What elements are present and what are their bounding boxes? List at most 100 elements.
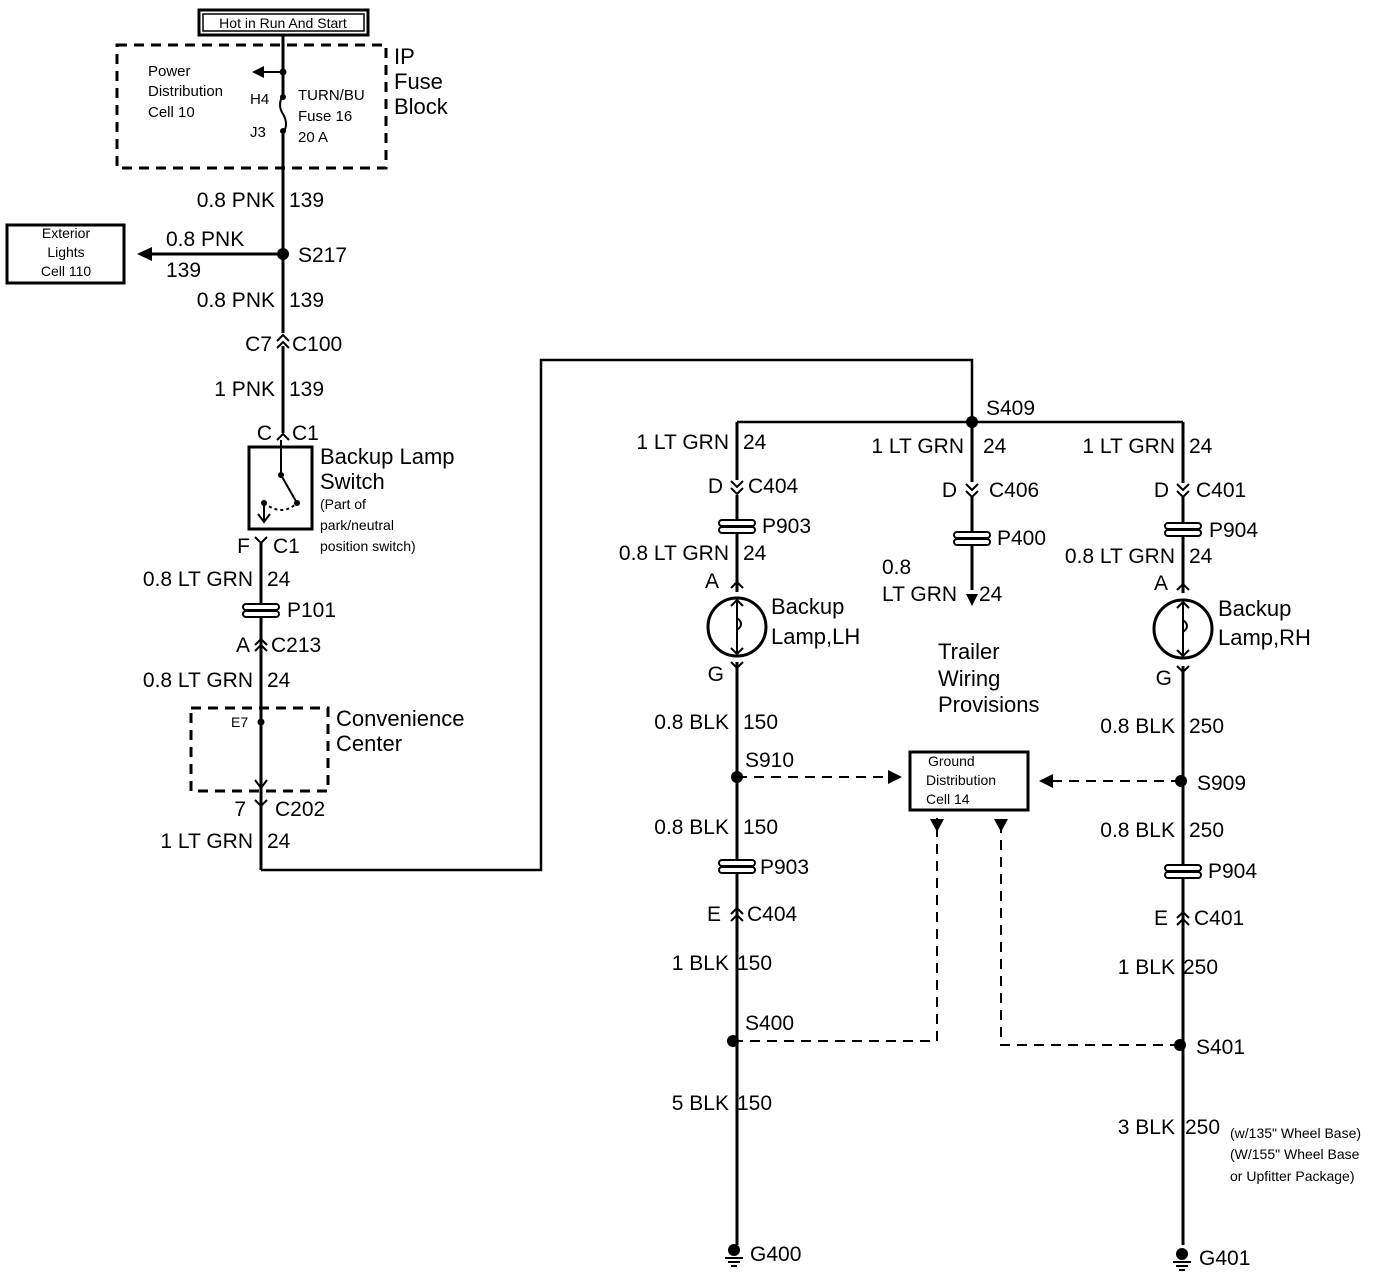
wire-circuit: 150 [743, 816, 778, 839]
wire-gauge: 0.8 BLK [1100, 819, 1175, 842]
ground-label: G401 [1199, 1247, 1250, 1270]
lamp-label-1: Backup [1218, 596, 1291, 621]
splice-label: S217 [298, 244, 347, 267]
wire-gauge-line-1: 0.8 [882, 556, 911, 579]
exterior-wire-circuit: 139 [166, 259, 201, 282]
backup-lamp-lh-icon [706, 596, 768, 658]
connector-pin: F [237, 535, 250, 558]
power-dist-line-1: Power [148, 63, 191, 80]
wire-circuit: 24 [983, 435, 1007, 458]
connector-c213-icon [254, 637, 268, 652]
ground-label: G400 [750, 1243, 801, 1266]
splice-label: S409 [986, 397, 1035, 420]
passthrough-p904-icon [1164, 522, 1202, 537]
wire-gauge: 0.8 PNK [197, 289, 275, 312]
wire-circuit: 24 [267, 830, 291, 853]
wire-circuit: 24 [743, 431, 767, 454]
wire-circuit: 24 [1189, 545, 1213, 568]
arrow-left-icon [252, 66, 264, 78]
ground-g400-icon [725, 1244, 743, 1267]
exterior-lights-line-1: Exterior [42, 225, 91, 241]
fuse-line-3: 20 A [298, 129, 328, 146]
connector-c404-icon [730, 906, 744, 922]
connector-label: C401 [1194, 907, 1244, 930]
wire-gauge: 1 LT GRN [871, 435, 964, 458]
exterior-lights-box: Exterior Lights Cell 110 [5, 223, 126, 285]
wire-gauge: 1 LT GRN [636, 431, 729, 454]
splice-label: S910 [745, 749, 794, 772]
connector-c401-icon [1176, 483, 1190, 499]
connector-label: C100 [292, 333, 342, 356]
passthrough-p903-icon [718, 859, 756, 874]
connector-pin: D [942, 479, 957, 502]
backup-lamp-rh-icon [1152, 598, 1214, 660]
wire-circuit: 24 [267, 669, 291, 692]
wire-circuit: 150 [737, 1092, 772, 1115]
connector-label: C404 [747, 903, 798, 926]
switch-contact-icon [280, 474, 298, 504]
convenience-label-1: Convenience [336, 706, 464, 731]
wire-gauge: 0.8 BLK [1100, 715, 1175, 738]
exterior-lights-line-3: Cell 110 [41, 263, 92, 279]
connector-pin: G [1156, 667, 1172, 690]
passthrough-label: P903 [760, 856, 809, 879]
connector-label: C401 [1196, 479, 1246, 502]
passthrough-p101-icon [242, 603, 280, 618]
arrow-right-icon [888, 770, 902, 784]
backup-lamp-switch [247, 440, 314, 531]
wire-gauge: 1 BLK [1118, 956, 1175, 979]
connector-pin: E [707, 903, 721, 926]
switch-label-2: Switch [320, 469, 385, 494]
connector-label: C202 [275, 798, 325, 821]
connector-pin: C [257, 422, 272, 445]
arrow-left-icon [137, 247, 152, 261]
connector-pin: A [705, 570, 719, 593]
connector-c406-icon [965, 483, 979, 499]
arrow-down-icon [966, 594, 978, 606]
splice-label: S909 [1197, 772, 1246, 795]
convenience-label-2: Center [336, 731, 402, 756]
connector-pin: G [708, 663, 724, 686]
convenience-center: E7 [189, 706, 330, 793]
wire-gauge: 3 BLK [1118, 1116, 1175, 1139]
fuse-block-title-3: Block [394, 94, 449, 119]
wire-circuit: 250 [1183, 956, 1218, 979]
wire-circuit: 250 [1185, 1116, 1220, 1139]
wire-circuit: 150 [743, 711, 778, 734]
wire-circuit: 139 [289, 289, 324, 312]
passthrough-p904-icon [1164, 864, 1202, 879]
ground-distribution-box: Ground Distribution Cell 14 [908, 750, 1030, 812]
wire-circuit: 24 [267, 568, 291, 591]
wire-gauge-line-2: LT GRN [882, 583, 957, 606]
wire-gauge: 0.8 LT GRN [1065, 545, 1175, 568]
fuse-line-1: TURN/BU [298, 87, 365, 104]
splice-label: S401 [1196, 1036, 1245, 1059]
fuse-block-title-1: IP [394, 44, 415, 69]
ground-dist-line-3: Cell 14 [926, 791, 970, 807]
switch-note-3: position switch) [320, 538, 416, 554]
power-dist-line-2: Distribution [148, 83, 223, 100]
hot-in-run-start-box: Hot in Run And Start [197, 8, 370, 37]
exterior-wire-gauge: 0.8 PNK [166, 228, 244, 251]
lamp-label-2: Lamp,RH [1218, 625, 1311, 650]
wire-gauge: 1 PNK [214, 378, 275, 401]
trailer-label-3: Provisions [938, 692, 1039, 717]
wire-gauge: 0.8 LT GRN [143, 568, 253, 591]
ground-g401-icon [1173, 1248, 1191, 1271]
connector-label: C1 [273, 535, 300, 558]
ip-fuse-block: IP Fuse Block Power Distribution Cell 10… [115, 35, 449, 170]
wire-circuit: 250 [1189, 715, 1224, 738]
wire-gauge: 1 LT GRN [1082, 435, 1175, 458]
convenience-pin: E7 [231, 714, 248, 730]
fuse-pin-j3: J3 [250, 124, 266, 141]
hot-in-run-start-label: Hot in Run And Start [219, 15, 347, 31]
wire-gauge: 0.8 BLK [654, 711, 729, 734]
wire-circuit: 139 [289, 189, 324, 212]
ground-dist-line-2: Distribution [926, 772, 996, 788]
connector-pin: A [1154, 572, 1168, 595]
passthrough-label: P904 [1208, 860, 1257, 883]
passthrough-label: P904 [1209, 519, 1258, 542]
connector-label: C1 [292, 422, 319, 445]
connector-label: C404 [748, 475, 799, 498]
wire-circuit: 24 [1189, 435, 1213, 458]
